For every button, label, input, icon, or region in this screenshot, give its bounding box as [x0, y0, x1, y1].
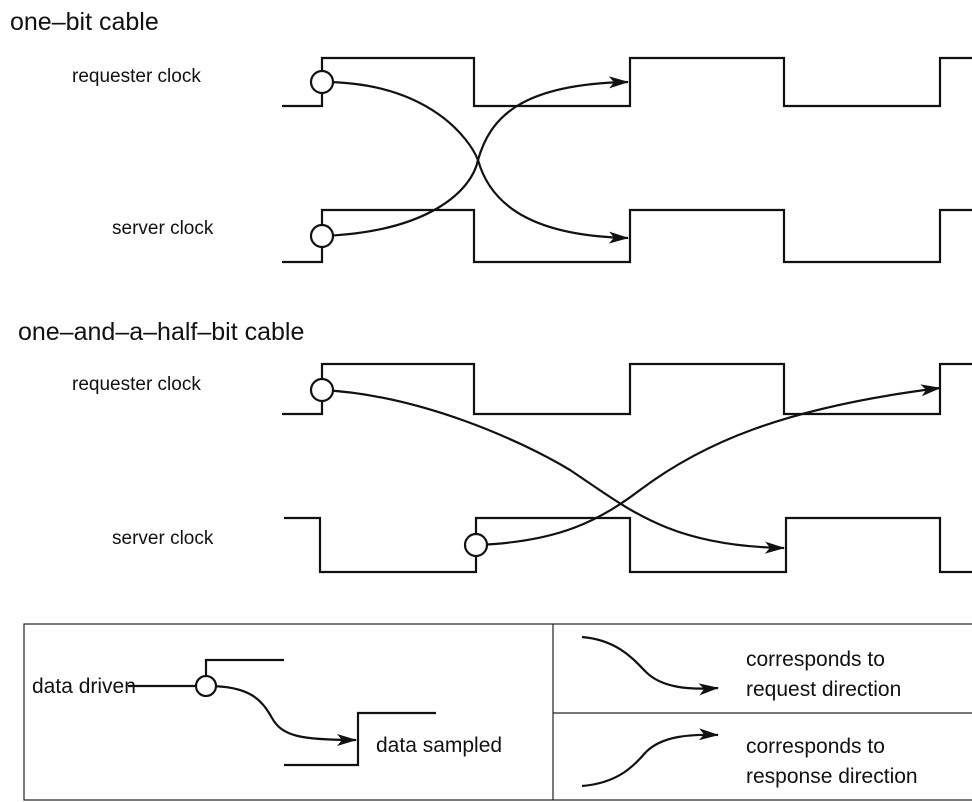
legend-data-sampled-label: data sampled	[376, 734, 502, 757]
legend-data-driven-label: data driven	[32, 675, 136, 698]
one-bit-cable-section: one–bit cable requester clock server clo…	[10, 8, 972, 264]
data-driven-marker-requester-2	[309, 377, 335, 403]
one-and-a-half-bit-cable-section: one–and–a–half–bit cable requester clock…	[18, 318, 972, 574]
legend-response-line1: corresponds to	[746, 735, 885, 758]
legend-data-driven-marker	[194, 674, 218, 698]
server-clock-waveform-1	[282, 208, 972, 264]
request-arrow-2	[321, 388, 785, 554]
legend-driven-to-sampled-arrow	[207, 684, 357, 746]
data-driven-marker-requester-1	[309, 69, 335, 95]
requester-clock-label-1: requester clock	[72, 66, 201, 87]
legend: data driven data sampled corresponds to …	[23, 623, 972, 801]
legend-request-line2: request direction	[746, 678, 901, 701]
server-clock-label-2: server clock	[112, 528, 214, 549]
server-clock-waveform-2	[284, 516, 972, 574]
requester-clock-label-2: requester clock	[72, 374, 201, 395]
server-clock-label-1: server clock	[112, 218, 214, 239]
legend-frame	[23, 623, 972, 801]
data-driven-marker-server-2	[463, 532, 489, 558]
legend-response-line2: response direction	[746, 765, 918, 788]
one-and-a-half-bit-cable-title: one–and–a–half–bit cable	[18, 318, 304, 346]
legend-request-direction-arrow	[581, 635, 719, 696]
one-bit-cable-title: one–bit cable	[10, 8, 159, 36]
requester-clock-waveform-1	[282, 56, 972, 108]
legend-driving-clock-waveform	[128, 658, 284, 688]
requester-clock-waveform-2	[282, 362, 972, 416]
response-arrow-1	[321, 76, 629, 238]
legend-request-line1: corresponds to	[746, 648, 885, 671]
data-driven-marker-server-1	[309, 223, 335, 249]
legend-response-direction-arrow	[581, 728, 719, 788]
response-arrow-2	[475, 384, 941, 547]
legend-sampling-clock-waveform	[284, 711, 436, 767]
